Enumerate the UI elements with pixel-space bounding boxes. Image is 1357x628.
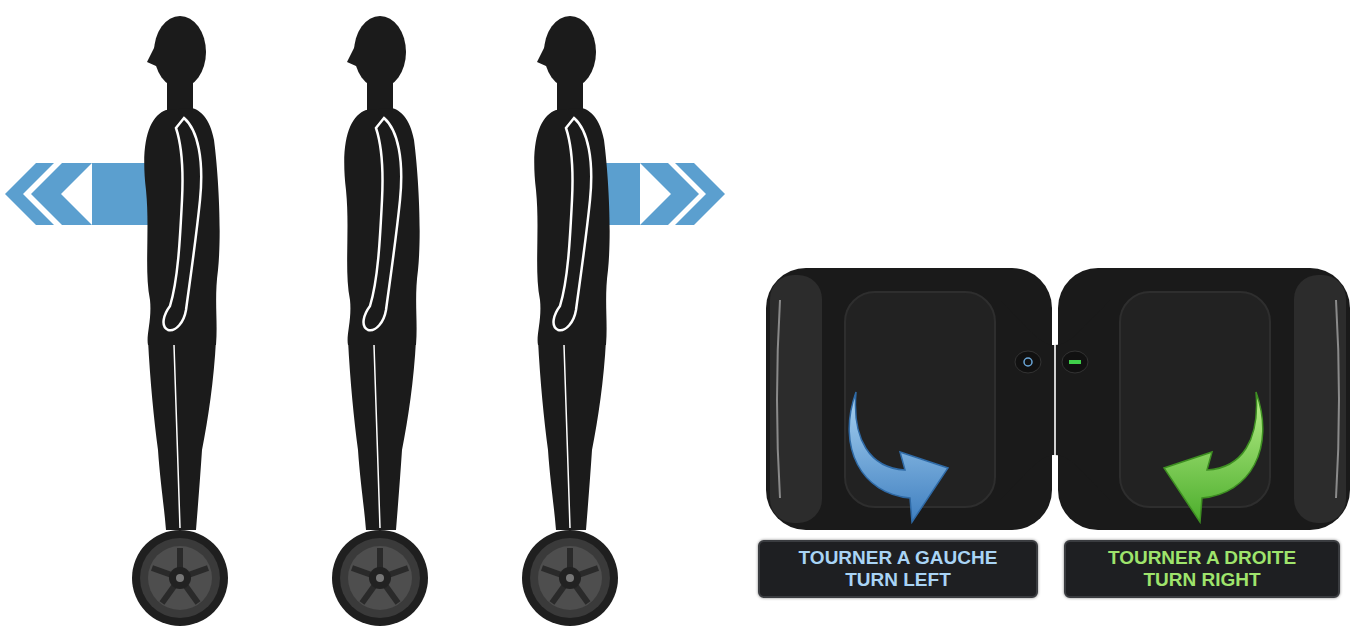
label-text: TOURNER A DROITE [1108, 547, 1296, 569]
label-box: TOURNER A GAUCHETURN LEFT [758, 540, 1038, 598]
label-text: TURN LEFT [845, 569, 951, 591]
label-box: TOURNER A DROITETURN RIGHT [1064, 540, 1340, 598]
label-text: TOURNER A GAUCHE [799, 547, 998, 569]
label-text: TURN RIGHT [1143, 569, 1260, 591]
